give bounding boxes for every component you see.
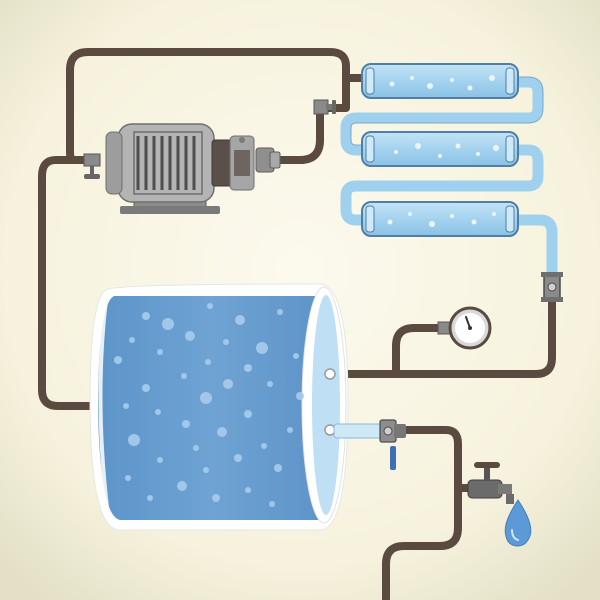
connector-2-3 (340, 144, 544, 226)
pipe-gauge-branch (332, 324, 452, 378)
pipe-right-return (392, 292, 556, 378)
faucet (467, 462, 514, 504)
tank-outlet-valve (333, 419, 406, 470)
pipe-outlet (400, 426, 476, 492)
water-tank (89, 283, 349, 531)
inline-valve (541, 272, 563, 302)
filter-connectors-outline (350, 76, 544, 146)
filter-tube-2 (361, 131, 519, 167)
filter-tube-1 (361, 63, 519, 99)
pipe-valve-to-motor (274, 74, 350, 164)
motor-pump (83, 123, 281, 214)
pipe-left-vertical (38, 156, 100, 410)
top-valve (313, 99, 336, 115)
pipe-drain (382, 484, 462, 600)
motor-inlet-valve (83, 153, 101, 179)
pipes (38, 48, 556, 600)
filter-connectors (340, 76, 558, 282)
connector-3-out (512, 214, 558, 282)
pressure-gauge (437, 306, 492, 350)
connector-1-2 (340, 76, 544, 156)
filter-tube-3 (361, 201, 519, 237)
